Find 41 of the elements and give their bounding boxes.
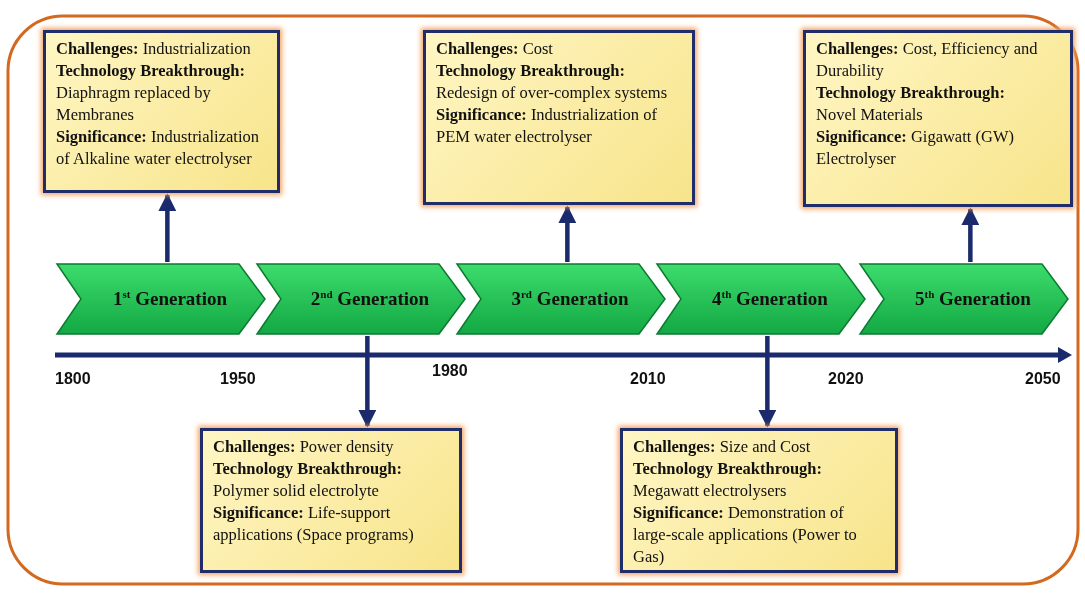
arrow [961, 207, 980, 262]
generation-label: 3$^{rd}$ Generation [510, 288, 629, 310]
info-text: Challenges: Cost, Efficiency and Durability [816, 38, 1039, 82]
info-text: Significance: Industrialization of PEM water electrolyser [436, 104, 658, 148]
info-text: Challenges: Size and Cost [633, 436, 812, 458]
info-text: Technology Breakthrough: Megawatt electrolysers [633, 458, 824, 502]
info-text: Challenges: Industrialization [56, 38, 252, 60]
info-text: Technology Breakthrough: Redesign of over-complex systems [436, 60, 669, 104]
generation-banner [655, 262, 867, 336]
arrow [558, 205, 577, 262]
info-text: Technology Breakthrough: Novel Materials [816, 82, 1007, 126]
generation-banner [255, 262, 467, 336]
generation-banner [455, 262, 667, 336]
generation-label: 2$^{nd}$ Generation [309, 288, 430, 310]
info-text: Significance: Demonstration of large-scale applications (Power to Gas) [633, 502, 858, 568]
info-box [200, 428, 462, 573]
generation-label: 5$^{th}$ Generation [914, 288, 1031, 310]
year-label: 2050 [1025, 370, 1061, 388]
year-label: 1950 [220, 370, 256, 388]
info-text: Challenges: Power density [213, 436, 395, 458]
generation-banner [858, 262, 1070, 336]
arrow [158, 193, 177, 262]
arrow [758, 336, 777, 428]
info-box [620, 428, 898, 573]
year-label: 2010 [630, 370, 666, 388]
info-text: Significance: Industrialization of Alkaline water electrolyser [56, 126, 260, 170]
year-label: 1800 [55, 370, 91, 388]
info-box [423, 30, 695, 205]
info-text: Challenges: Cost [436, 38, 554, 60]
info-text: Technology Breakthrough: Diaphragm replaced by Membranes [56, 60, 247, 126]
year-label: 1980 [432, 362, 468, 380]
arrow [358, 336, 377, 428]
year-label: 2020 [828, 370, 864, 388]
info-text: Technology Breakthrough: Polymer solid electrolyte [213, 458, 404, 502]
info-box [803, 30, 1073, 207]
generation-label: 1$^{st}$ Generation [112, 288, 227, 310]
generation-banner [55, 262, 267, 336]
info-box [43, 30, 280, 193]
generation-label: 4$^{th}$ Generation [711, 288, 828, 310]
info-text: Significance: Life-support applications (Space programs) [213, 502, 415, 546]
info-text: Significance: Gigawatt (GW) Electrolyser [816, 126, 1015, 170]
